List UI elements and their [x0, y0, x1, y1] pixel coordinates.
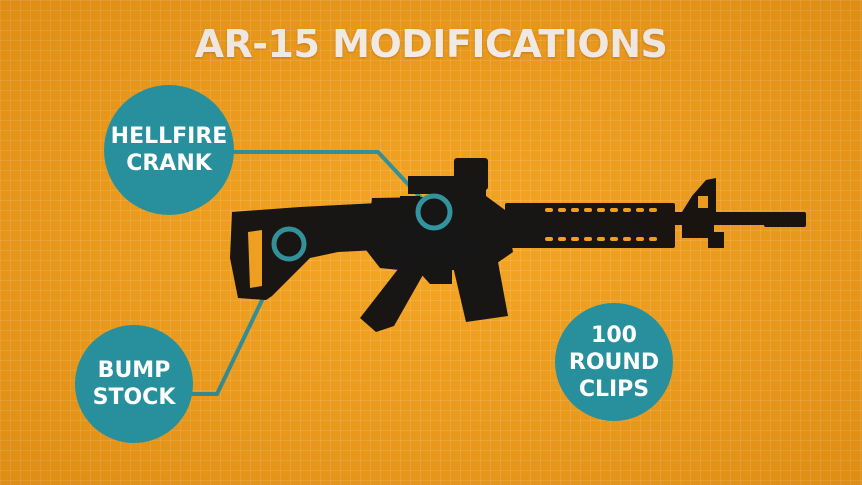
hellfire-crank-callout: HELLFIRE CRANK [104, 85, 234, 215]
round-clips-label: 100 ROUND CLIPS [568, 322, 660, 402]
handguard-rail-slots [248, 196, 708, 288]
bump-stock-marker [271, 226, 307, 262]
page-title: AR-15 MODIFICATIONS [194, 22, 668, 66]
hellfire-crank-marker [415, 193, 453, 231]
bump-stock-callout: BUMP STOCK [75, 325, 193, 443]
bump-stock-label: BUMP STOCK [92, 358, 176, 410]
hellfire-crank-label: HELLFIRE CRANK [110, 124, 228, 176]
ar15-rifle-silhouette [230, 158, 806, 332]
round-clips-callout: 100 ROUND CLIPS [555, 303, 673, 421]
